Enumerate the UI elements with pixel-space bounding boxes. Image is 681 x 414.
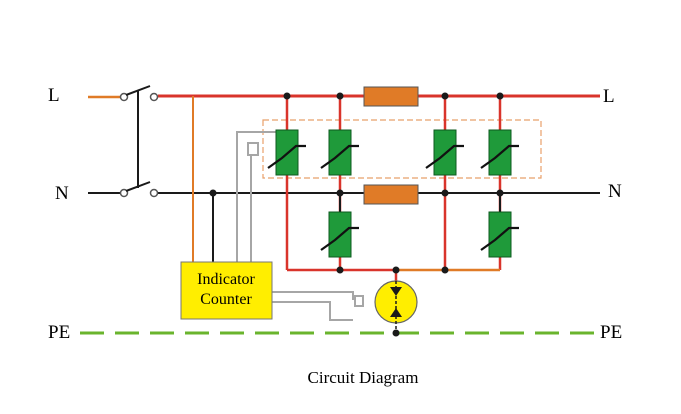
- indicator-label-line1: Indicator: [197, 271, 255, 288]
- varistor-top-2: [320, 129, 359, 176]
- varistor-bottom-1: [320, 211, 359, 258]
- fuse-live: [363, 86, 419, 107]
- label-n-right: N: [608, 181, 622, 202]
- main-switch: [119, 85, 159, 198]
- varistor-top-4: [480, 129, 519, 176]
- module-outline: [262, 119, 542, 179]
- signal-wires: [236, 131, 364, 321]
- varistor-top-3: [425, 129, 464, 176]
- junction-dots: [209, 92, 504, 337]
- varistor-bottom-2: [480, 211, 519, 258]
- fuse-neutral: [363, 184, 419, 205]
- varistor-top-1: [267, 129, 306, 176]
- label-pe-right: PE: [600, 322, 622, 343]
- label-l-right: L: [603, 86, 615, 107]
- label-l-left: L: [48, 85, 60, 106]
- indicator-counter: Indicator Counter: [180, 261, 273, 320]
- diagram-caption: Circuit Diagram: [308, 368, 419, 387]
- indicator-label-line2: Counter: [200, 291, 252, 308]
- discharge-tube: [374, 280, 418, 333]
- label-n-left: N: [55, 183, 69, 204]
- label-pe-left: PE: [48, 322, 70, 343]
